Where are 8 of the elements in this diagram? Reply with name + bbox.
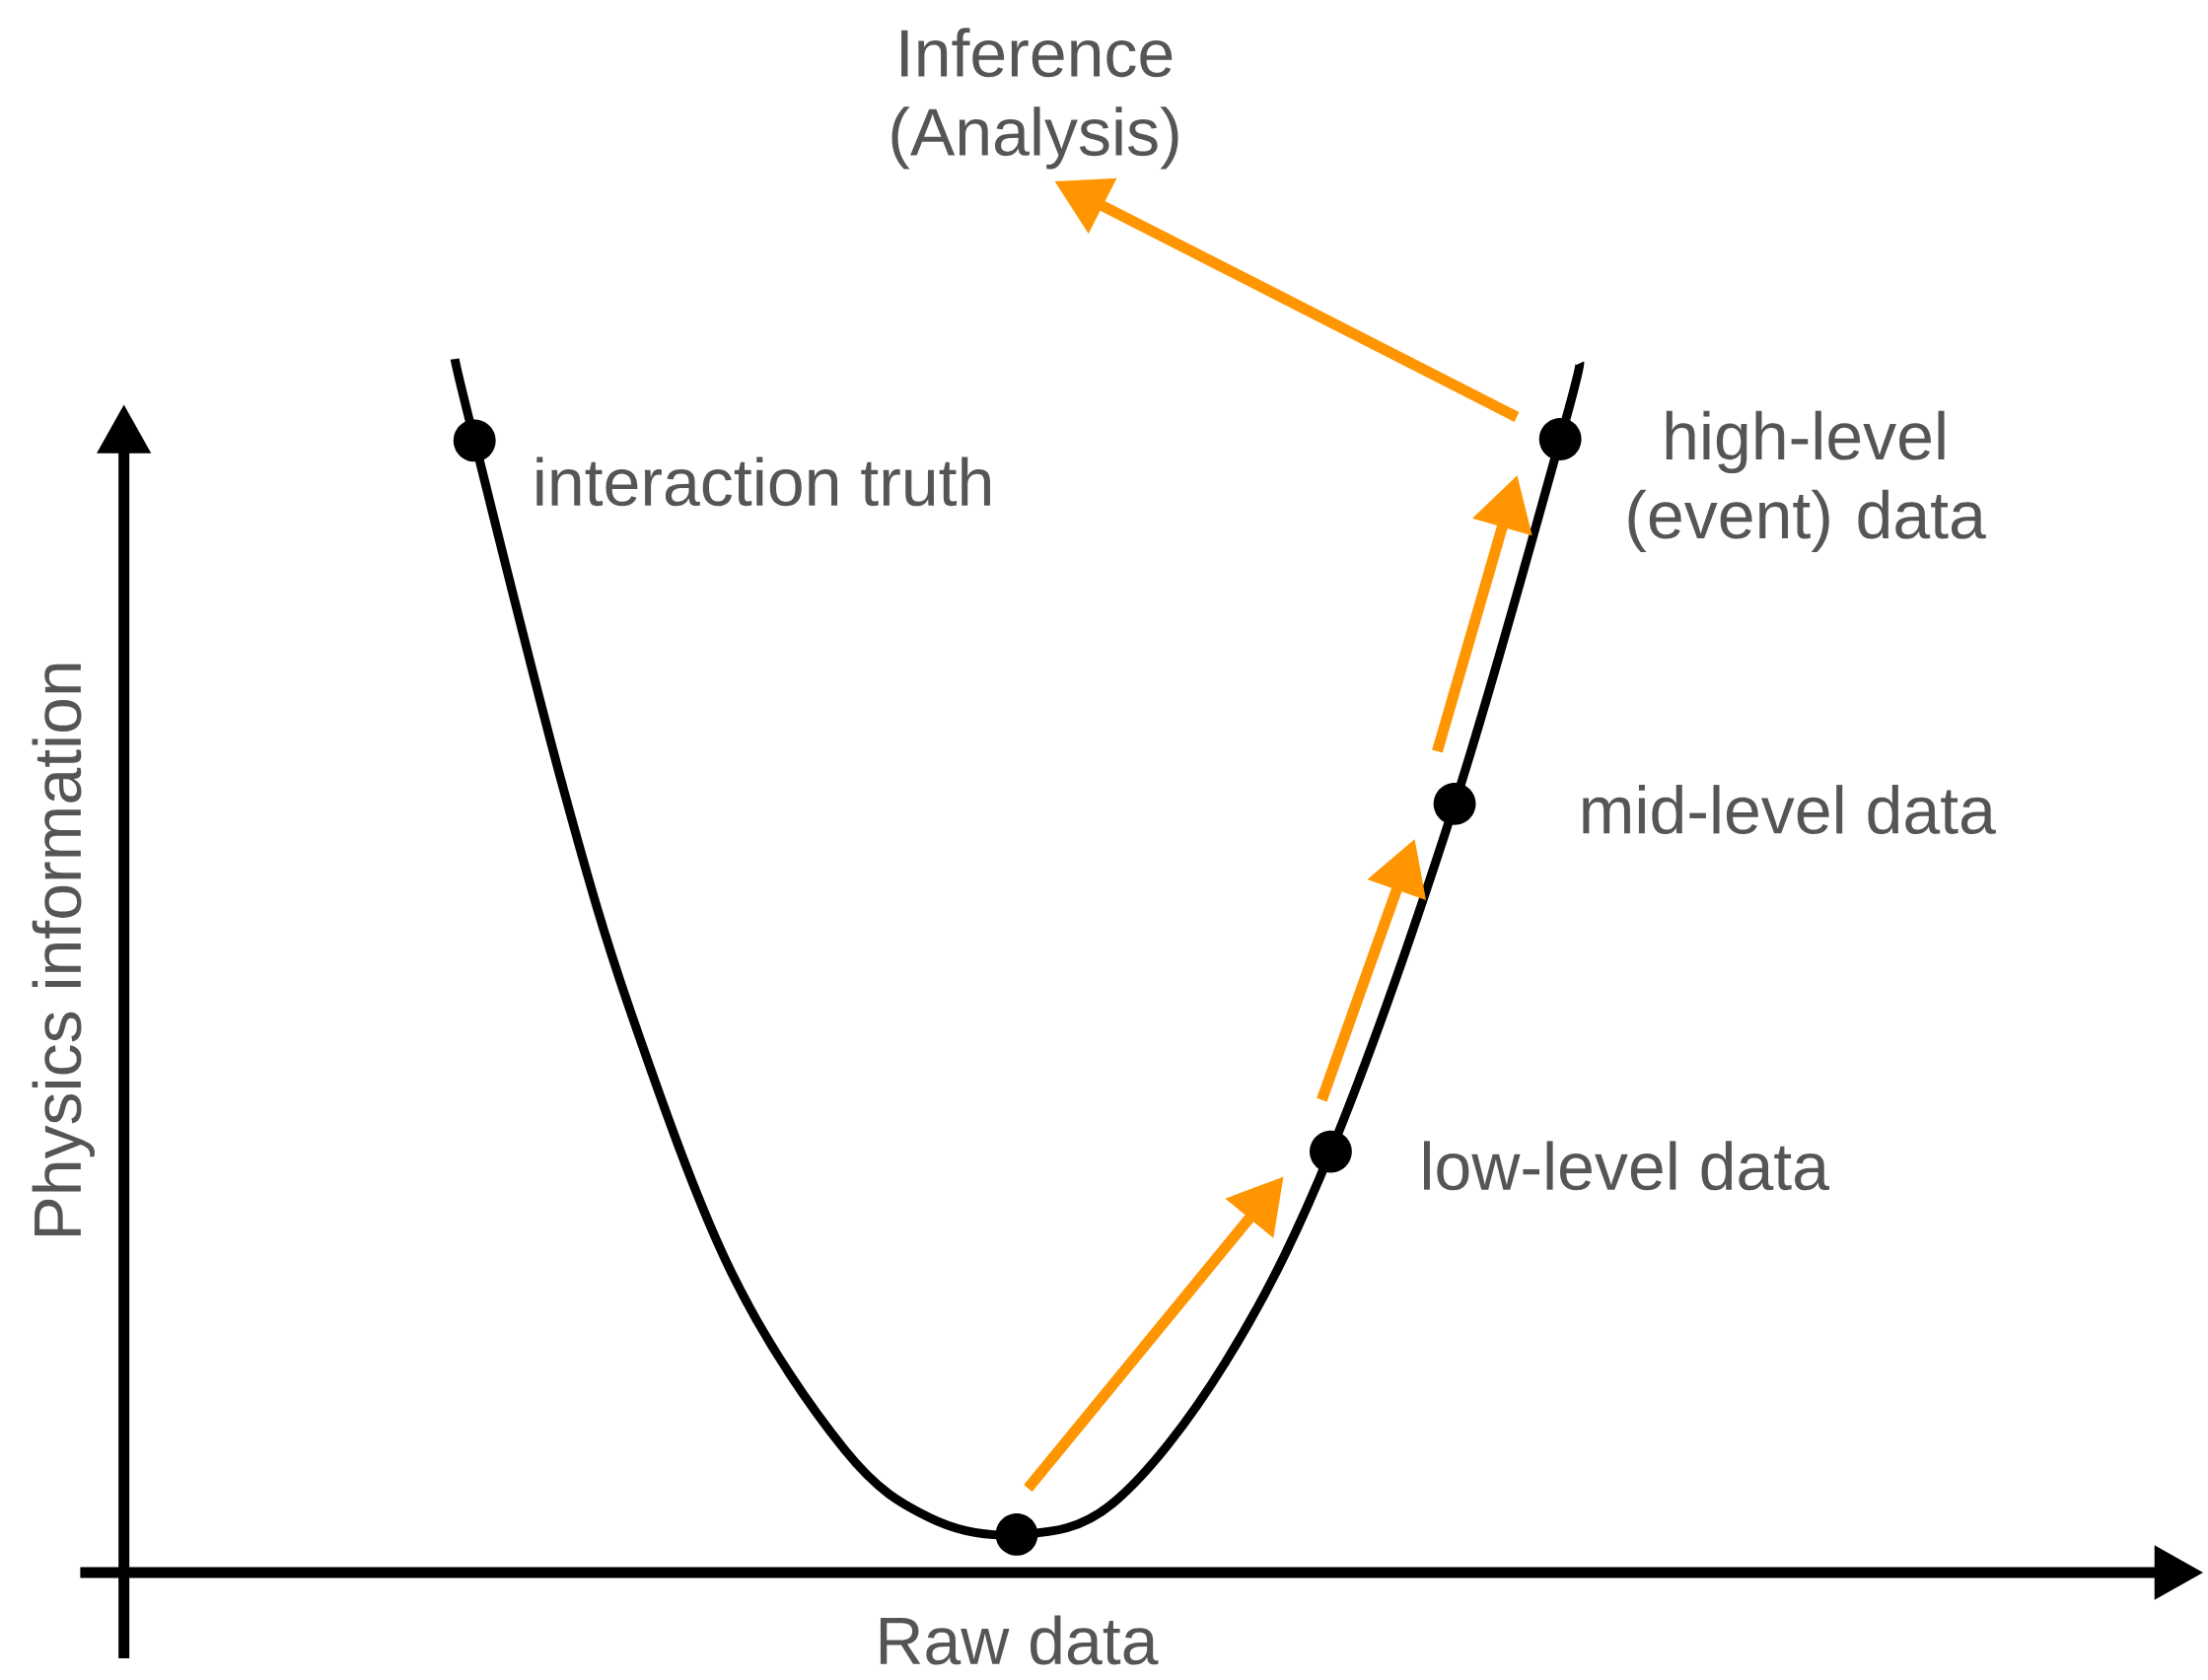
point-label: mid-level data [1583, 785, 1996, 835]
axis-label: Raw data [880, 1615, 1159, 1665]
point-label: high-level (event) data [1628, 410, 1986, 553]
point-label: interaction truth [536, 456, 990, 507]
data-point [995, 1513, 1038, 1557]
axis-label: Physics information [32, 664, 95, 1236]
node-label: Inference (Analysis) [891, 28, 1178, 170]
point-label: low-level data [1423, 1141, 1829, 1191]
